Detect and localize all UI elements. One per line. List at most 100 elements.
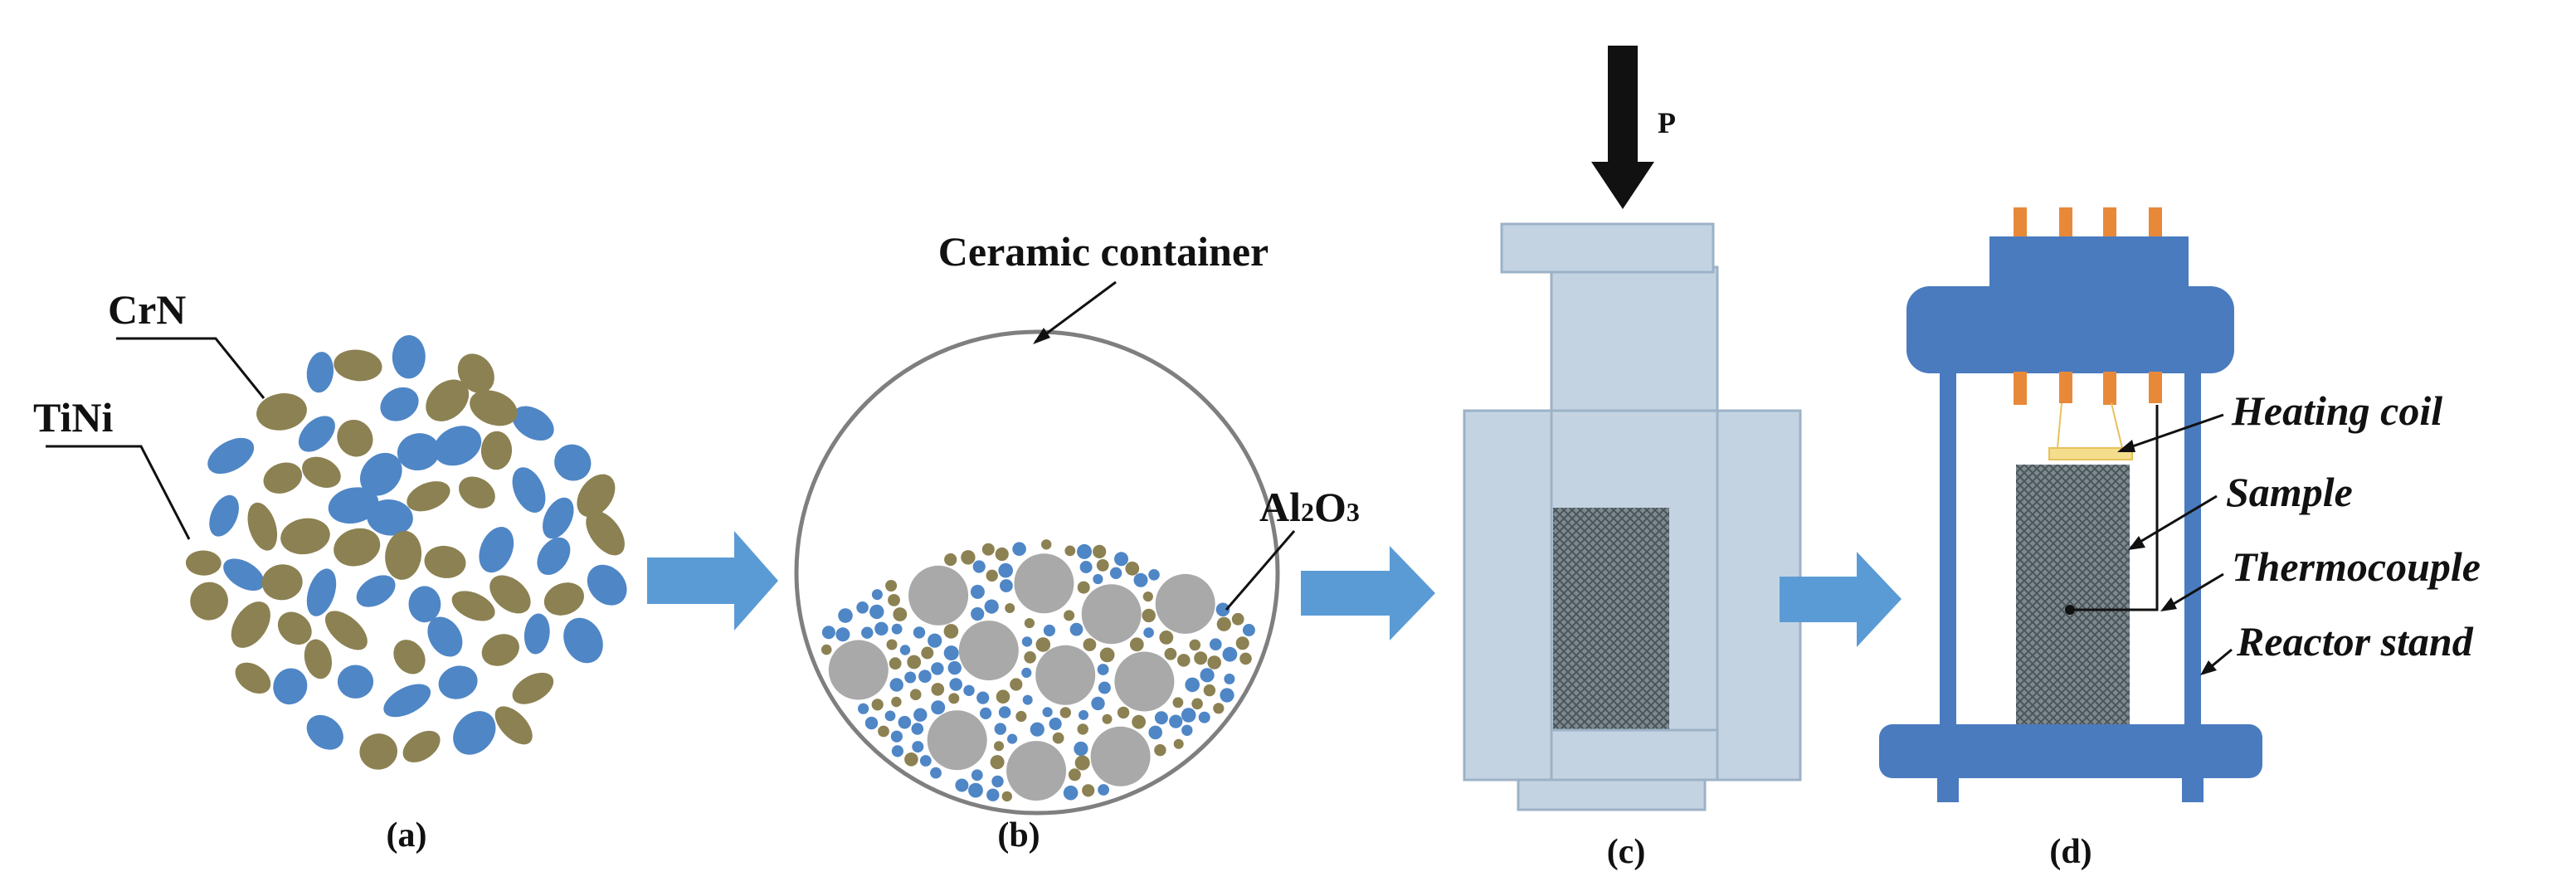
tini-powder-dot [835,627,850,642]
crn-powder-dot [996,689,1010,704]
crn-powder-dot [931,683,945,696]
tini-powder-dot [968,782,983,798]
tini-particle [512,467,546,513]
tini-powder-dot [994,723,1007,735]
process-arrow-icon [1301,546,1435,640]
alumina-label-sub1: 2 [1301,497,1314,527]
alumina-ball [1090,726,1151,786]
heating-coil-label: Heating coil [2231,387,2442,434]
crn-powder-dot [886,639,898,650]
crn-powder-dot [1077,581,1090,594]
caption-b: (b) [997,816,1040,855]
crn-powder-dot [904,752,918,767]
tini-particle [306,568,337,616]
tini-powder-dot [1098,681,1111,694]
crn-particle [424,545,466,578]
tini-powder-dot [821,626,835,640]
thermocouple-wire [2070,405,2159,611]
tini-powder-dot [970,584,985,599]
tini-powder-dot [963,684,975,696]
crn-particle [426,379,470,421]
crn-powder-dot [1064,545,1076,557]
crn-particle [263,462,303,494]
crn-powder-dot [1132,714,1146,729]
crn-particle [337,419,373,457]
crn-powder-dot [909,689,922,700]
reactor-lid [1906,286,2234,373]
tini-powder-dot [1093,573,1103,585]
crn-particle [280,518,330,555]
tini-powder-dot [1079,561,1093,573]
alumina-label-o: O [1314,484,1346,530]
coil-wire [2111,402,2123,449]
crn-powder-dot [1052,732,1064,744]
crn-particle [334,349,382,382]
alumina-ball [908,565,969,626]
tini-particle [337,665,374,699]
pressure-label: P [1658,106,1676,139]
alumina-ball [1006,741,1067,801]
crn-particle [304,639,333,679]
crn-powder-dot [961,550,976,565]
tini-leader-line [46,445,191,540]
reactor-lid-boss [1989,236,2189,295]
alumina-ball [958,621,1019,681]
die-sample [1553,508,1669,730]
tini-particle [479,527,514,573]
tini-powder-dot [971,769,983,782]
crn-particle [470,390,518,426]
crn-particle [586,510,625,556]
crn-particle [302,456,341,488]
tini-powder-dot [998,562,1013,578]
crn-powder-dot [1235,636,1249,650]
tini-powder-dot [1224,673,1235,684]
reactor-column-left [1940,365,1956,796]
crn-powder-dot [1093,544,1107,559]
tini-powder-dot [1109,567,1122,579]
crn-powder-dot [893,607,908,621]
tini-powder-dot [972,560,986,573]
lower-platen [1517,778,1707,811]
crn-powder-dot [1129,637,1144,652]
alumina-ball [1114,651,1175,712]
crn-powder-dot [944,553,957,567]
crn-particle [334,528,381,567]
tini-powder-dot [998,706,1011,718]
electrode-bottom-1 [2014,372,2027,405]
alumina-ball [927,710,987,771]
crn-powder-dot [1059,707,1072,718]
tini-powder-dot [1143,627,1154,638]
crn-powder-dot [1024,618,1035,629]
panel-d: Heating coil Sample Thermocouple Reactor… [1879,207,2481,871]
crn-powder-dot [891,696,902,708]
tini-powder-dot [856,601,869,614]
tini-powder-dot [1022,694,1033,705]
crn-particle [247,502,278,551]
crn-powder-dot [1041,539,1052,550]
caption-d: (d) [2049,833,2091,871]
tini-powder-dot [889,678,903,692]
crn-powder-dot [1068,768,1081,782]
reactor-stand-leader-arrowhead [2200,660,2217,675]
tini-particle [397,433,441,471]
tini-powder-dot [931,662,944,675]
alumina-ball [1155,573,1215,634]
reactor-foot-right [2182,776,2203,802]
crn-powder-dot [1189,639,1201,651]
tini-powder-dot [1077,543,1092,559]
crn-powder-dot [1096,559,1109,572]
tini-powder-dot [1148,725,1162,740]
sample-label: Sample [2226,469,2353,515]
crn-powder-dot [948,693,960,704]
crn-particle [190,582,228,621]
tini-particle [383,684,431,718]
tini-powder-dot [1242,624,1255,636]
tini-particle [427,616,463,657]
tini-powder-dot [1042,707,1053,718]
crn-particle [543,582,584,616]
crn-particle [459,476,495,509]
tini-powder-dot [971,606,985,621]
tini-label: TiNi [33,394,113,441]
tini-powder-dot [980,707,992,720]
crn-powder-dot [1142,592,1153,602]
